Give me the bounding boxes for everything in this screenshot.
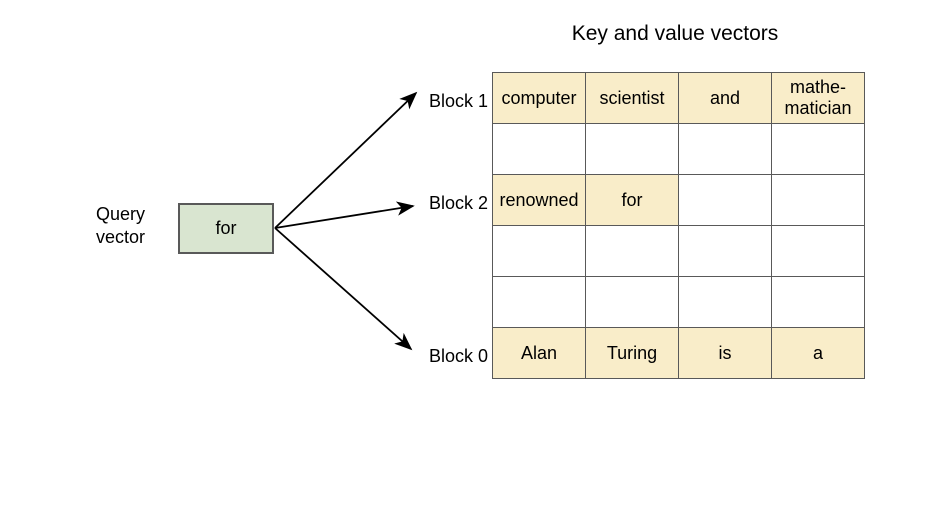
token-cell: is [678, 327, 772, 379]
empty-cell [492, 276, 586, 328]
page-title: Key and value vectors [571, 22, 779, 45]
empty-cell [585, 225, 679, 277]
query-vector-token: for [215, 218, 237, 238]
block-label-1: Block 1 [428, 91, 488, 111]
query-vector-label-line1: Query [96, 204, 146, 224]
arrow-to-block-2 [274, 201, 415, 229]
token-cell: renowned [492, 174, 586, 226]
token-cell: mathe-matician [771, 72, 865, 124]
token-cell: and [678, 72, 772, 124]
query-to-block-arrows [274, 91, 418, 351]
empty-cell [678, 276, 772, 328]
empty-cell [585, 276, 679, 328]
empty-cell [492, 123, 586, 175]
empty-cell [492, 225, 586, 277]
query-vector-box[interactable]: for [178, 203, 274, 254]
empty-cell [771, 225, 865, 277]
empty-cell [771, 276, 865, 328]
table-row [492, 123, 865, 175]
empty-cell [678, 123, 772, 175]
token-cell: a [771, 327, 865, 379]
token-cell: scientist [585, 72, 679, 124]
token-cell: Turing [585, 327, 679, 379]
arrow-to-block-1 [274, 91, 418, 229]
block-label-2: Block 2 [428, 193, 488, 213]
empty-cell [678, 225, 772, 277]
empty-cell [585, 123, 679, 175]
empty-cell [678, 174, 772, 226]
query-vector-label-line2: vector [96, 227, 146, 247]
token-cell: Alan [492, 327, 586, 379]
empty-cell [771, 123, 865, 175]
arrow-to-block-0 [274, 227, 413, 351]
table-row [492, 225, 865, 277]
token-cell: computer [492, 72, 586, 124]
block-label-0: Block 0 [428, 346, 488, 366]
empty-cell [771, 174, 865, 226]
token-cell: for [585, 174, 679, 226]
query-vector-label: Query vector [96, 203, 174, 249]
table-row [492, 276, 865, 328]
